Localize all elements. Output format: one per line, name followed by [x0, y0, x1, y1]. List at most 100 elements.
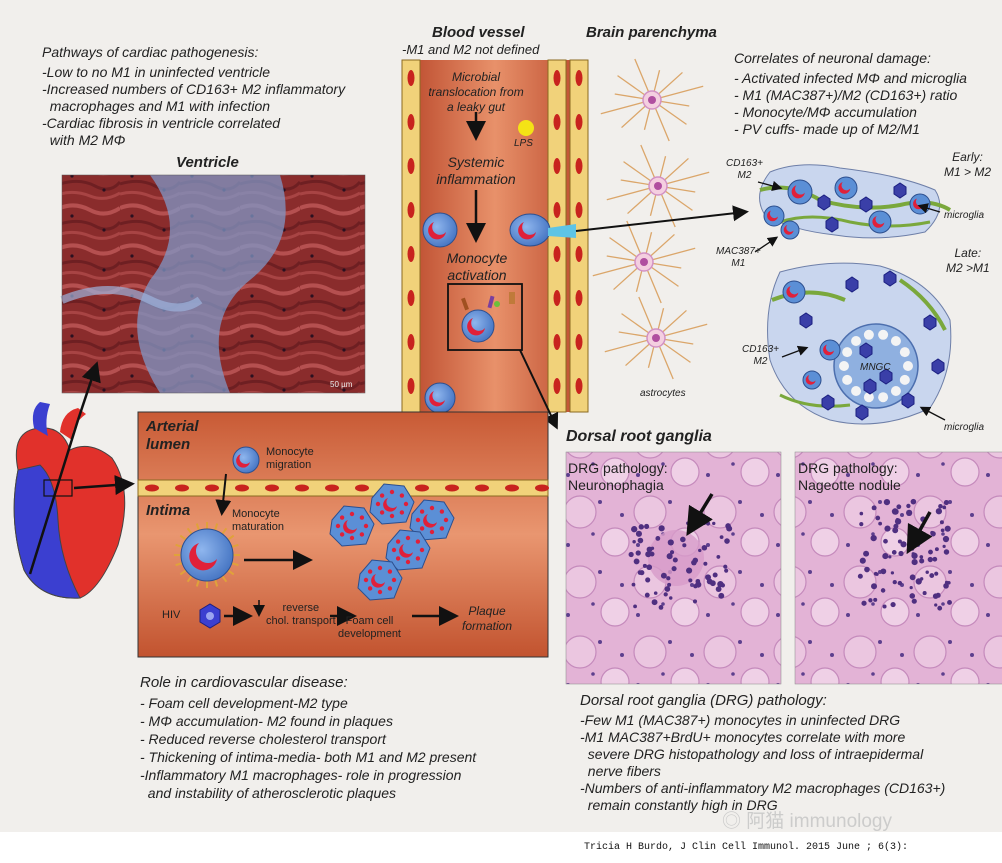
cell-nucleus [934, 603, 938, 607]
cardiovascular-line: - Foam cell development-M2 type [140, 695, 348, 711]
lipid-droplet [439, 509, 445, 514]
correlate-line: - PV cuffs- made up of M2/M1 [734, 121, 920, 137]
cell-nucleus [942, 505, 947, 510]
endothelial-nucleus [575, 334, 583, 350]
mngc-nucleus [863, 329, 874, 340]
endothelial-nucleus [475, 484, 489, 492]
infected-cell-marker [817, 194, 831, 211]
cell-nucleus [915, 578, 922, 585]
endothelial-nucleus [235, 484, 249, 492]
cell-nucleus [939, 520, 944, 525]
drg-photo2-label: DRG pathology: Nageotte nodule [798, 460, 901, 494]
endothelial-nucleus [407, 290, 415, 306]
lipid-droplet [439, 526, 445, 531]
cell-nucleus [709, 580, 716, 587]
endothelial-nucleus [505, 484, 519, 492]
infected-cell-marker [923, 314, 937, 331]
correlates-list: - Activated infected MΦ and microglia - … [734, 70, 967, 138]
foam-cell-nucleus [371, 574, 385, 588]
cell-nucleus [698, 548, 702, 553]
endothelial-nucleus [325, 484, 339, 492]
cardiovascular-line: - MΦ accumulation- M2 found in plaques [140, 713, 393, 729]
macrophage-spike [195, 579, 200, 587]
lipid-droplet [391, 577, 397, 583]
step1-line: a leaky gut [446, 100, 506, 114]
macrophage-cell [802, 370, 822, 390]
microglia-label-early: microglia [944, 210, 985, 221]
cell-nucleus [880, 588, 886, 593]
endothelial-nucleus [407, 246, 415, 262]
macrophage-nucleus [783, 225, 794, 235]
cell-nucleus [859, 557, 866, 564]
cell-nucleus [947, 600, 952, 605]
endothelial-nucleus [553, 70, 561, 86]
cd163-m2-label-late: CD163+ M2 [742, 344, 779, 368]
lipid-droplet [349, 511, 355, 517]
macrophage-cell [909, 193, 931, 215]
foam-cell-label: Foam cell development [338, 615, 401, 641]
cell-nucleus [702, 520, 707, 526]
endothelial-nucleus [265, 484, 279, 492]
infected-cell-marker [859, 196, 873, 213]
cardiac-pathways-title: Pathways of cardiac pathogenesis: [42, 44, 259, 60]
lipid-droplet [389, 489, 395, 495]
lipid-droplet [339, 532, 345, 537]
lipid-droplet [419, 509, 425, 514]
cardiovascular-list: - Foam cell development-M2 type - MΦ acc… [140, 694, 476, 802]
figure-artwork [13, 58, 1002, 685]
brain-parenchyma-title: Brain parenchyma [586, 24, 717, 41]
migration-line: Monocyte [266, 446, 314, 458]
endothelial-nucleus [553, 158, 561, 174]
cell-nucleus [911, 558, 918, 566]
early-line: M1 > M2 [944, 165, 992, 179]
monocyte-cell-1 [422, 212, 458, 248]
cell-nucleus [909, 593, 916, 599]
cell-nucleus [911, 552, 916, 556]
cell-nucleus [637, 537, 644, 544]
macrophage-spike [186, 575, 193, 583]
endothelial-nucleus [553, 114, 561, 130]
cell-nucleus [635, 550, 641, 556]
macrophage-cell [834, 176, 858, 200]
cell-nucleus [717, 580, 724, 588]
infected-cell-marker [799, 312, 813, 329]
cd163-line: M2 [753, 356, 768, 367]
macrophage-spike [214, 523, 219, 531]
cell-nucleus [660, 572, 667, 579]
cardiac-pathway-line: -Increased numbers of CD163+ M2 inflamma… [42, 81, 346, 97]
maturation-line: Monocyte [232, 508, 280, 520]
monocyte-activation-label: Monocyte activation [432, 250, 522, 284]
cell-nucleus [919, 555, 924, 559]
cell-nucleus [667, 539, 674, 546]
macrophage-spike [175, 543, 183, 548]
foam-cell-nucleus [399, 544, 413, 558]
macrophage-nucleus [805, 375, 816, 385]
endothelial-nucleus [407, 378, 415, 394]
correlate-line: - Activated infected MΦ and microglia [734, 70, 967, 86]
cell-nucleus [724, 568, 729, 573]
mngc-nucleus [890, 386, 901, 397]
lipid-droplet [367, 586, 373, 591]
drg-line: nerve fibers [580, 763, 661, 779]
macrophage-spike [231, 562, 239, 567]
cell-nucleus [943, 583, 949, 589]
watermark: ◎ 阿猫 immunology [722, 811, 892, 832]
lipid-droplet [419, 547, 425, 553]
cell-nucleus [884, 525, 891, 532]
endothelial-nucleus [145, 484, 159, 492]
endothelial-nucleus [415, 484, 429, 492]
photo2-line: Nageotte nodule [798, 477, 901, 493]
foam-cells-cluster [329, 483, 455, 601]
lipid-droplet [443, 517, 449, 523]
cell-nucleus [934, 571, 939, 576]
plaque-line: Plaque [468, 604, 506, 618]
infected-cell-marker [931, 358, 945, 375]
mngc-nucleus [890, 335, 901, 346]
reverse-line: reverse [282, 602, 320, 614]
cardiovascular-line: -Inflammatory M1 macrophages- role in pr… [140, 767, 462, 783]
macrophage-spike [231, 543, 239, 548]
cell-nucleus [639, 570, 645, 576]
cell-nucleus [632, 539, 636, 544]
cell-nucleus [929, 573, 935, 578]
cell-nucleus [928, 549, 933, 555]
